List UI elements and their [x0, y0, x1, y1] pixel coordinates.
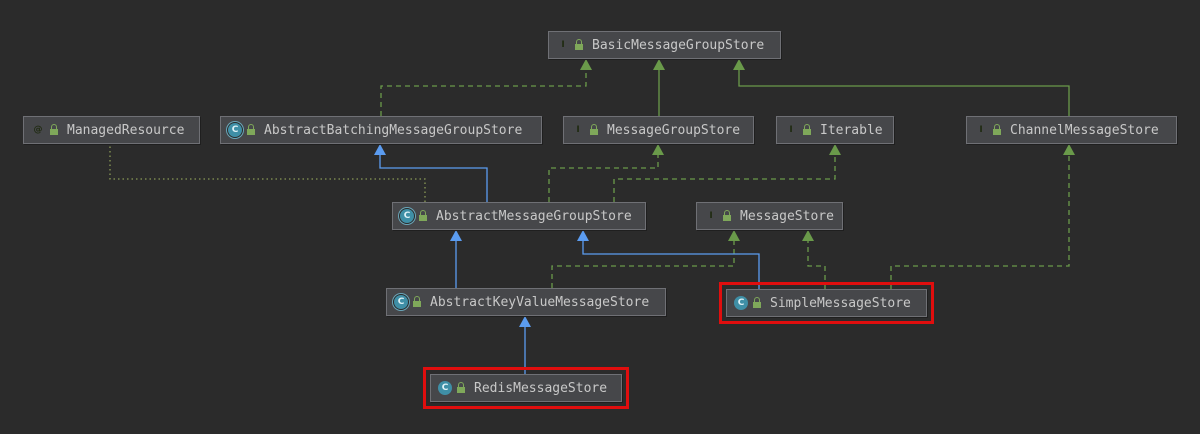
lock-icon — [457, 382, 465, 393]
node-label: SimpleMessageStore — [770, 295, 911, 311]
arrowhead — [577, 230, 589, 241]
lock-icon — [993, 124, 1001, 135]
edge-implements — [380, 59, 592, 116]
arrowhead — [733, 59, 745, 70]
interface-icon: I — [561, 40, 565, 50]
node-label: RedisMessageStore — [474, 380, 608, 396]
node-label: MessageGroupStore — [607, 122, 741, 138]
node-abstract-batching-message-group-store[interactable]: C AbstractBatchingMessageGroupStore — [220, 116, 542, 144]
node-abstract-message-group-store[interactable]: C AbstractMessageGroupStore — [392, 202, 646, 230]
interface-icon: I — [709, 211, 713, 221]
edge-line — [582, 241, 760, 289]
node-managed-resource[interactable]: @ ManagedResource — [23, 116, 200, 144]
abstract-class-icon: C — [228, 123, 242, 137]
abstract-class-icon: C — [394, 295, 408, 309]
node-label: BasicMessageGroupStore — [592, 37, 765, 53]
node-message-group-store[interactable]: I MessageGroupStore — [563, 116, 754, 144]
arrowhead — [450, 230, 462, 241]
node-redis-message-store[interactable]: C RedisMessageStore — [423, 367, 629, 409]
edge-line — [380, 70, 587, 116]
edge-extends — [374, 144, 488, 202]
edge-implements — [548, 144, 664, 202]
edge-extends — [519, 316, 531, 374]
lock-icon — [590, 124, 598, 135]
node-label: Iterable — [820, 122, 883, 138]
node-label: ChannelMessageStore — [1010, 122, 1159, 138]
lock-icon — [419, 210, 427, 221]
node-label: ManagedResource — [67, 122, 185, 138]
node-label: MessageStore — [740, 208, 834, 224]
interface-icon: I — [576, 125, 580, 135]
edge-annotated — [109, 144, 426, 202]
edge-extends-interface — [653, 59, 665, 116]
node-simple-message-store[interactable]: C SimpleMessageStore — [719, 282, 934, 324]
lock-icon — [575, 39, 583, 50]
lock-icon — [50, 124, 58, 135]
node-iterable[interactable]: I Iterable — [776, 116, 894, 144]
lock-icon — [723, 210, 731, 221]
arrowhead — [374, 144, 386, 155]
arrowhead — [728, 230, 740, 241]
edge-line — [613, 155, 836, 202]
edge-line — [551, 241, 735, 288]
node-label: AbstractKeyValueMessageStore — [430, 294, 650, 310]
node-abstract-key-value-message-store[interactable]: C AbstractKeyValueMessageStore — [386, 288, 666, 316]
edge-line — [890, 155, 1070, 289]
edge-implements — [613, 144, 841, 202]
class-icon: C — [438, 381, 452, 395]
lock-icon — [753, 297, 761, 308]
arrowhead — [802, 230, 814, 241]
edge-line — [109, 144, 426, 202]
lock-icon — [413, 296, 421, 307]
arrowhead — [580, 59, 592, 70]
node-label: AbstractMessageGroupStore — [436, 208, 632, 224]
node-channel-message-store[interactable]: I ChannelMessageStore — [966, 116, 1177, 144]
edge-extends — [577, 230, 760, 289]
lock-icon — [803, 124, 811, 135]
lock-icon — [247, 124, 255, 135]
edge-implements — [802, 230, 826, 289]
node-basic-message-group-store[interactable]: I BasicMessageGroupStore — [548, 31, 781, 59]
arrowhead — [653, 59, 665, 70]
abstract-class-icon: C — [400, 209, 414, 223]
interface-icon: I — [979, 125, 983, 135]
node-message-store[interactable]: I MessageStore — [696, 202, 843, 230]
node-label: AbstractBatchingMessageGroupStore — [264, 122, 523, 138]
edge-line — [379, 155, 488, 202]
edge-implements — [890, 144, 1075, 289]
edge-line — [548, 155, 659, 202]
class-icon: C — [734, 296, 748, 310]
arrowhead — [1063, 144, 1075, 155]
edge-extends — [450, 230, 462, 288]
edge-line — [807, 241, 826, 289]
interface-icon: I — [789, 125, 793, 135]
edge-line — [738, 70, 1070, 116]
arrowhead — [519, 316, 531, 327]
annotation-icon: @ — [33, 125, 43, 135]
arrowhead — [829, 144, 841, 155]
arrowhead — [652, 144, 664, 155]
edge-extends-interface — [733, 59, 1070, 116]
